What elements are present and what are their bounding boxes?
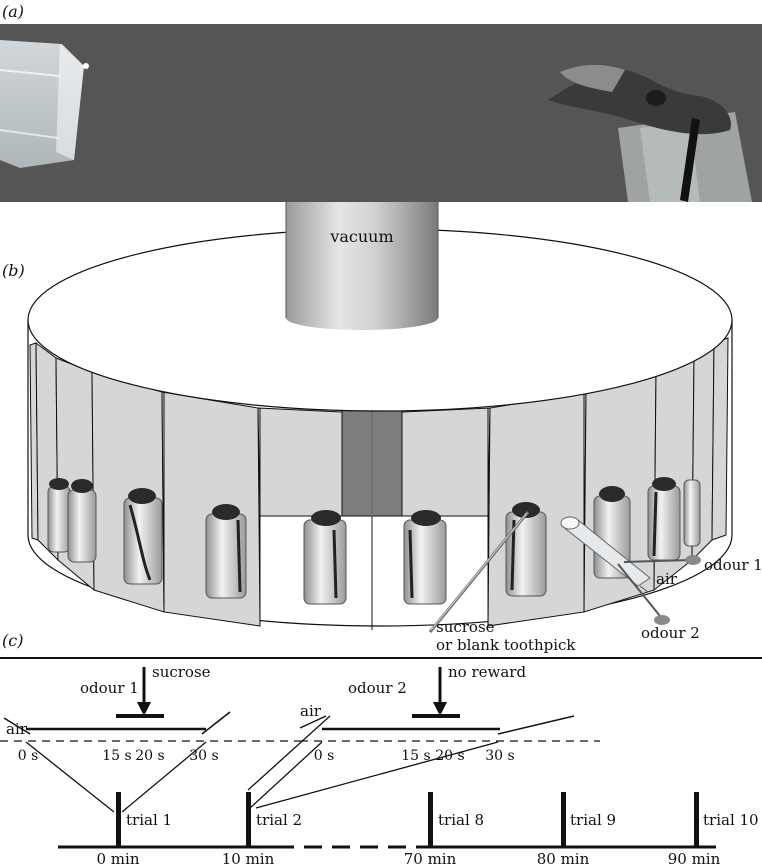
panel-a bbox=[0, 24, 762, 202]
trial-detail-b: no reward odour 2 air 0 s 15 s 20 s 30 s bbox=[247, 663, 600, 809]
trial-label-1: trial 1 bbox=[126, 811, 172, 829]
time-label-80: 80 min bbox=[537, 850, 590, 866]
trial-a-tick-0: 0 s bbox=[18, 748, 39, 764]
trial-marker-10 bbox=[694, 792, 699, 847]
trial-b-tick-1: 15 s bbox=[401, 748, 430, 764]
trial-a-tick-2: 20 s bbox=[135, 748, 164, 764]
glass-tube-photo bbox=[0, 40, 89, 168]
panel-label-a: (a) bbox=[2, 2, 24, 21]
trial-label-8: trial 8 bbox=[438, 811, 484, 829]
bee-tube-9 bbox=[647, 477, 681, 561]
bee-tube-4 bbox=[205, 504, 247, 599]
session-timeline: trial 1 trial 2 trial 8 trial 9 trial 10… bbox=[58, 792, 759, 866]
trial-marker-2 bbox=[246, 792, 251, 847]
toothpick-label-2: or blank toothpick bbox=[436, 636, 576, 654]
panel-b: vacuum odour 1 air odour 2 sucrose or bl… bbox=[27, 202, 762, 654]
trial-label-9: trial 9 bbox=[570, 811, 616, 829]
trial-b-arrow-label: no reward bbox=[448, 663, 526, 681]
time-label-0: 0 min bbox=[97, 850, 140, 866]
trial-b-air-label: air bbox=[300, 702, 322, 720]
trial-a-tick-1: 15 s bbox=[102, 748, 131, 764]
bee-tube-2 bbox=[67, 479, 97, 563]
trial-label-2: trial 2 bbox=[256, 811, 302, 829]
trial-a-arrow-label: sucrose bbox=[152, 663, 211, 681]
vacuum-cylinder bbox=[285, 202, 439, 330]
trial-b-tick-2: 20 s bbox=[435, 748, 464, 764]
odour-delivery bbox=[560, 516, 701, 625]
trial-label-10: trial 10 bbox=[703, 811, 759, 829]
panel-label-b: (b) bbox=[2, 261, 25, 280]
bee-tube-10 bbox=[683, 479, 701, 547]
time-label-90: 90 min bbox=[668, 850, 721, 866]
panel-c: sucrose odour 1 air 0 s 15 s 20 s 30 s n… bbox=[0, 657, 762, 866]
trial-b-tick-0: 0 s bbox=[314, 748, 335, 764]
trial-a-air-label: air bbox=[6, 720, 28, 738]
odour2-label: odour 2 bbox=[641, 624, 700, 642]
bee-tube-3 bbox=[123, 488, 163, 585]
trial-detail-a: sucrose odour 1 air 0 s 15 s 20 s 30 s bbox=[0, 663, 300, 813]
trial-b-odour-label: odour 2 bbox=[348, 679, 407, 697]
trial-marker-1 bbox=[116, 792, 121, 847]
bee-tube-5 bbox=[303, 510, 347, 605]
panel-label-c: (c) bbox=[2, 631, 23, 650]
air-label: air bbox=[656, 570, 678, 588]
trial-a-odour-label: odour 1 bbox=[80, 679, 139, 697]
trial-marker-8 bbox=[428, 792, 433, 847]
bee-tube-6 bbox=[403, 510, 447, 605]
toothpick-label-1: sucrose bbox=[436, 618, 495, 636]
time-label-70: 70 min bbox=[404, 850, 457, 866]
bee-tube-1 bbox=[47, 478, 71, 553]
odour1-label: odour 1 bbox=[704, 556, 762, 574]
bee-photo bbox=[548, 64, 752, 202]
vacuum-label: vacuum bbox=[329, 227, 393, 246]
trial-marker-9 bbox=[561, 792, 566, 847]
trial-a-tick-3: 30 s bbox=[189, 748, 218, 764]
time-label-10: 10 min bbox=[222, 850, 275, 866]
trial-b-tick-3: 30 s bbox=[485, 748, 514, 764]
